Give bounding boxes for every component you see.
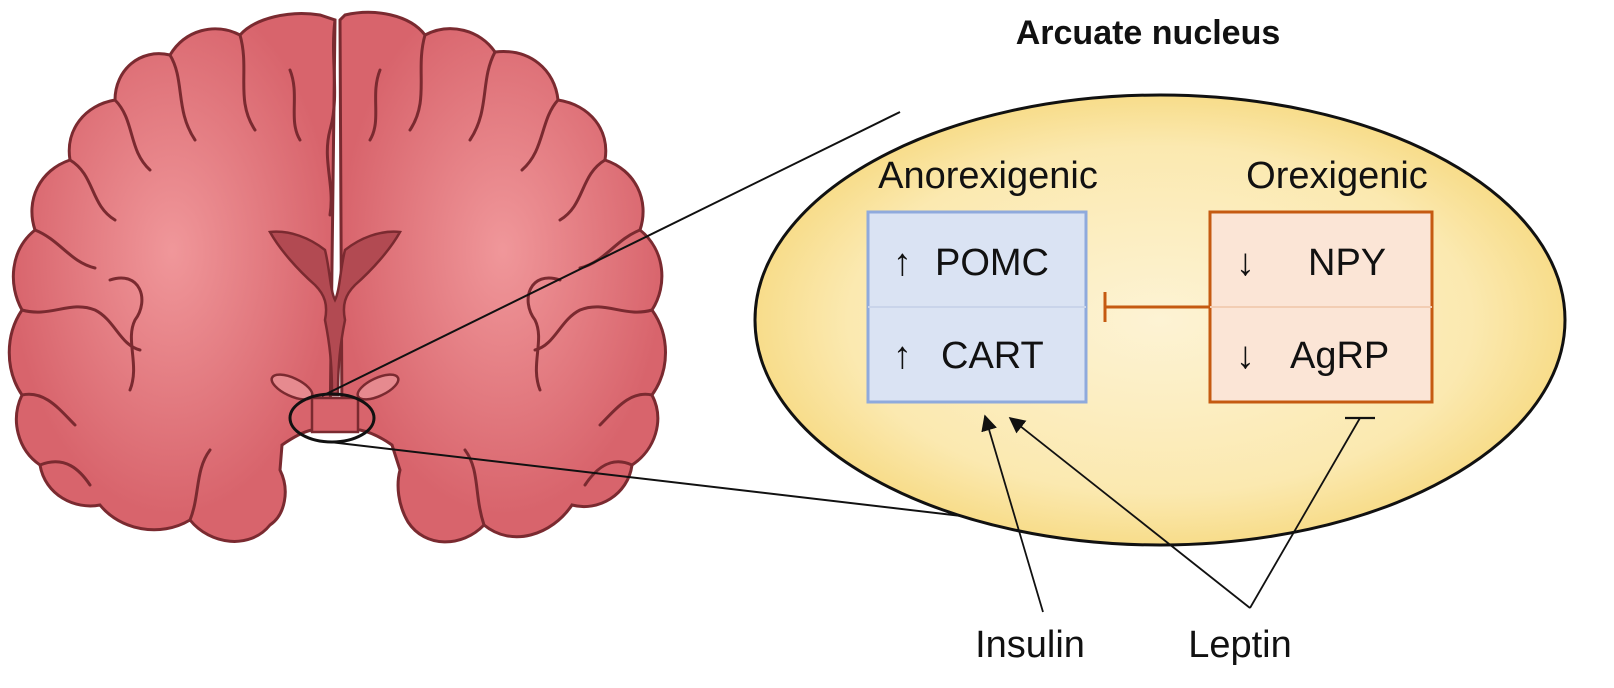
insulin-arrow xyxy=(981,414,1044,613)
pomc-label: POMC xyxy=(935,242,1049,284)
leptin-label: Leptin xyxy=(1188,624,1292,666)
right-hemisphere xyxy=(338,10,667,544)
pomc-arrow: ↑ xyxy=(893,242,912,284)
optic-tract-right xyxy=(356,373,400,401)
cart-arrow: ↑ xyxy=(893,335,912,377)
inhibition-orexigenic-to-anorexigenic xyxy=(1103,292,1210,322)
insulin-label: Insulin xyxy=(975,624,1085,666)
left-hemisphere xyxy=(7,12,337,543)
zoom-line-top xyxy=(321,111,901,397)
agrp-arrow: ↓ xyxy=(1236,335,1255,377)
arcuate-nucleus-ellipse xyxy=(753,93,1567,547)
anorexigenic-group: Anorexigenic ↑ POMC ↑ CART xyxy=(866,155,1098,404)
brain-coronal-section xyxy=(7,10,667,544)
leptin-inhibition xyxy=(1249,416,1375,609)
anorexigenic-heading: Anorexigenic xyxy=(878,155,1098,197)
cart-label: CART xyxy=(941,335,1044,377)
npy-label: NPY xyxy=(1308,242,1386,284)
orexigenic-heading: Orexigenic xyxy=(1246,155,1428,197)
lateral-ventricles xyxy=(267,230,403,397)
hypothalamus xyxy=(310,396,360,434)
diagram-title: Arcuate nucleus xyxy=(1016,14,1281,52)
npy-arrow: ↓ xyxy=(1236,242,1255,284)
zoom-line-bottom xyxy=(329,441,1056,528)
orexigenic-group: Orexigenic ↓ NPY ↓ AgRP xyxy=(1208,155,1434,404)
sulci xyxy=(20,18,654,527)
agrp-label: AgRP xyxy=(1290,335,1389,377)
leptin-activation-arrow xyxy=(1008,416,1251,609)
